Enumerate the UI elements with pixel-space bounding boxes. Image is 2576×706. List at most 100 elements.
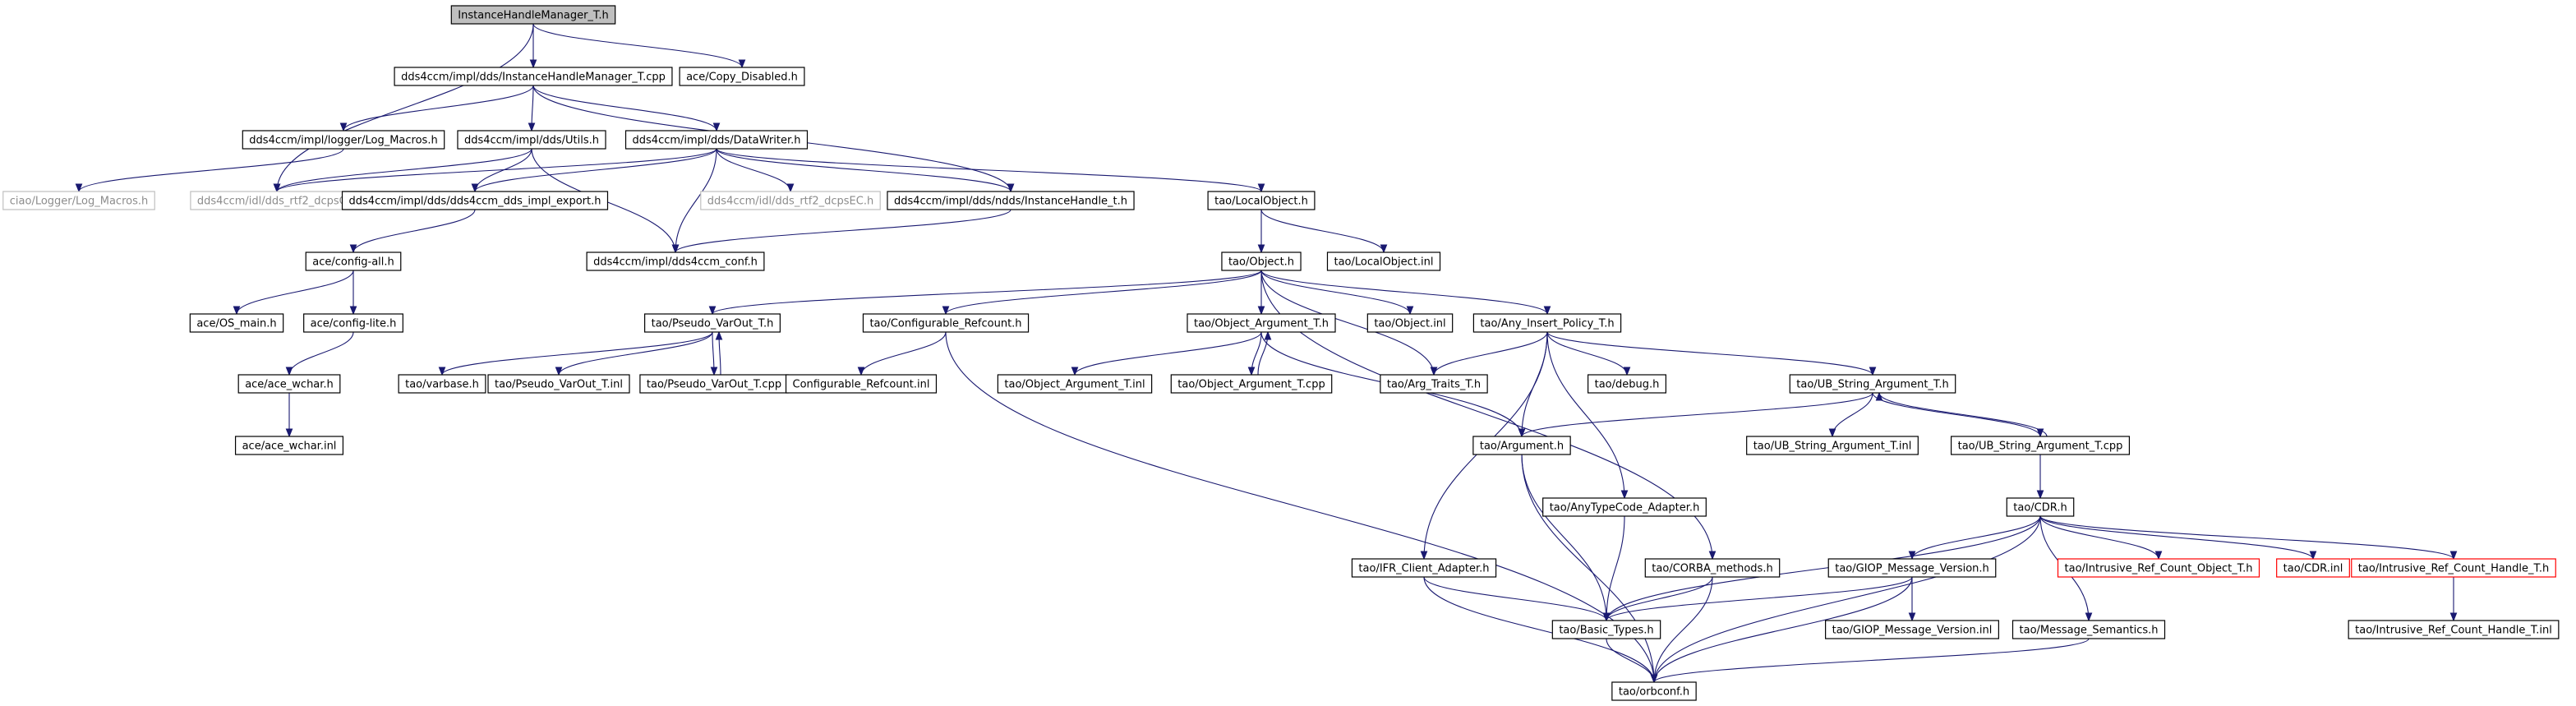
- graph-node[interactable]: Configurable_Refcount.inl: [785, 374, 938, 394]
- graph-node[interactable]: tao/IFR_Client_Adapter.h: [1351, 558, 1497, 578]
- graph-node[interactable]: tao/Message_Semantics.h: [2011, 620, 2166, 639]
- graph-node-box: [450, 5, 616, 25]
- edge-arrowhead: [555, 367, 563, 376]
- graph-node-label: tao/AnyTypeCode_Adapter.h: [1550, 502, 1700, 515]
- graph-node-box: [1588, 374, 1666, 394]
- graph-node[interactable]: tao/AnyTypeCode_Adapter.h: [1542, 497, 1707, 517]
- graph-node[interactable]: tao/LocalObject.inl: [1326, 251, 1441, 271]
- graph-node-box: [1207, 191, 1316, 210]
- nodes-layer: InstanceHandleManager_T.h dds4ccm/impl/dd…: [2, 5, 2560, 701]
- graph-node-label: tao/LocalObject.inl: [1334, 256, 1433, 269]
- edge-arrowhead: [786, 183, 795, 193]
- graph-node[interactable]: dds4ccm/impl/logger/Log_Macros.h: [242, 130, 445, 150]
- graph-node[interactable]: tao/Intrusive_Ref_Count_Handle_T.inl: [2348, 620, 2560, 639]
- edge-arrowhead: [529, 59, 537, 69]
- graph-node[interactable]: tao/CDR.inl: [2276, 558, 2350, 578]
- edge-arrowhead: [2154, 551, 2163, 561]
- graph-node-label: tao/Message_Semantics.h: [2020, 625, 2159, 637]
- graph-node[interactable]: tao/debug.h: [1588, 374, 1666, 394]
- graph-node[interactable]: tao/UB_String_Argument_T.inl: [1746, 436, 1919, 455]
- graph-node[interactable]: dds4ccm/impl/dds/Utils.h: [457, 130, 606, 150]
- graph-edge: [1653, 576, 1713, 683]
- graph-node[interactable]: dds4ccm/impl/dds/ndds/InstanceHandle_t.h: [887, 191, 1135, 210]
- graph-node[interactable]: ace/ace_wchar.h: [237, 374, 341, 394]
- graph-node-label: tao/Object_Argument_T.cpp: [1177, 379, 1325, 391]
- graph-edge: [716, 148, 1012, 192]
- graph-node[interactable]: ciao/Logger/Log_Macros.h: [2, 191, 155, 210]
- edge-arrowhead: [1620, 490, 1629, 500]
- graph-node-label: tao/Intrusive_Ref_Count_Handle_T.inl: [2355, 625, 2552, 637]
- graph-edge: [1260, 209, 1385, 253]
- graph-node-label: dds4ccm/impl/dds4ccm_conf.h: [593, 256, 758, 269]
- graph-node[interactable]: tao/Arg_Traits_T.h: [1380, 374, 1488, 394]
- graph-node-label: tao/UB_String_Argument_T.cpp: [1958, 441, 2123, 453]
- graph-edge: [712, 270, 1262, 315]
- graph-node[interactable]: tao/Object.h: [1221, 251, 1302, 271]
- graph-node-label: dds4ccm/impl/dds/DataWriter.h: [633, 135, 801, 147]
- edge-arrowhead: [349, 306, 357, 316]
- graph-edge: [1546, 331, 1873, 376]
- graph-node[interactable]: tao/Object.inl: [1366, 313, 1454, 333]
- graph-node[interactable]: ace/OS_main.h: [189, 313, 284, 333]
- graph-node[interactable]: tao/GIOP_Message_Version.inl: [1825, 620, 1999, 639]
- graph-node-label: InstanceHandleManager_T.h: [458, 10, 608, 22]
- graph-node-box: [2348, 620, 2560, 639]
- graph-node[interactable]: tao/Pseudo_VarOut_T.cpp: [639, 374, 789, 394]
- graph-node[interactable]: tao/Pseudo_VarOut_T.h: [644, 313, 781, 333]
- graph-node[interactable]: tao/orbconf.h: [1611, 681, 1697, 701]
- graph-node[interactable]: dds4ccm/idl/dds_rtf2_dcpsC.h: [190, 191, 364, 210]
- graph-node-label: tao/Intrusive_Ref_Count_Object_T.h: [2065, 563, 2253, 575]
- graph-node[interactable]: dds4ccm/impl/dds/InstanceHandleManager_T…: [394, 67, 673, 86]
- edge-arrowhead: [1869, 367, 1877, 376]
- graph-node-box: [487, 374, 630, 394]
- graph-node[interactable]: tao/Basic_Types.h: [1551, 620, 1661, 639]
- graph-node-box: [862, 313, 1030, 333]
- graph-node-box: [394, 67, 673, 86]
- graph-node-box: [1644, 558, 1781, 578]
- graph-node[interactable]: tao/Pseudo_VarOut_T.inl: [487, 374, 630, 394]
- graph-node[interactable]: InstanceHandleManager_T.h: [450, 5, 616, 25]
- graph-node[interactable]: tao/Intrusive_Ref_Count_Object_T.h: [2057, 558, 2260, 578]
- graph-node[interactable]: ace/config-all.h: [305, 251, 402, 271]
- graph-node-box: [1825, 620, 1999, 639]
- graph-edge: [1606, 515, 2041, 621]
- edge-arrowhead: [1380, 244, 1388, 254]
- graph-node[interactable]: dds4ccm/impl/dds/dds4ccm_dds_impl_export…: [341, 191, 609, 210]
- graph-node-box: [1221, 251, 1302, 271]
- edge-arrowhead: [710, 367, 718, 376]
- graph-node[interactable]: tao/Configurable_Refcount.h: [862, 313, 1030, 333]
- edge-arrowhead: [1650, 674, 1658, 684]
- graph-node[interactable]: tao/LocalObject.h: [1207, 191, 1316, 210]
- graph-node[interactable]: ace/Copy_Disabled.h: [679, 67, 805, 86]
- edge-arrowhead: [1908, 612, 1916, 622]
- graph-node[interactable]: tao/UB_String_Argument_T.cpp: [1950, 436, 2131, 455]
- graph-node[interactable]: dds4ccm/impl/dds4ccm_conf.h: [586, 251, 765, 271]
- graph-node-box: [1746, 436, 1919, 455]
- graph-edge: [1911, 515, 2041, 560]
- graph-node-box: [189, 313, 284, 333]
- graph-node[interactable]: tao/Object_Argument_T.h: [1187, 313, 1336, 333]
- edge-arrowhead: [1543, 306, 1551, 316]
- graph-node[interactable]: tao/Object_Argument_T.cpp: [1170, 374, 1333, 394]
- graph-node-label: tao/Argument.h: [1480, 441, 1564, 453]
- graph-edge: [78, 148, 344, 192]
- graph-node[interactable]: tao/varbase.h: [398, 374, 486, 394]
- graph-node[interactable]: tao/UB_String_Argument_T.h: [1789, 374, 1956, 394]
- graph-node-box: [679, 67, 805, 86]
- graph-edge: [441, 331, 713, 376]
- graph-node[interactable]: ace/config-lite.h: [303, 313, 403, 333]
- graph-node[interactable]: ace/ace_wchar.inl: [234, 436, 344, 455]
- graph-node[interactable]: dds4ccm/idl/dds_rtf2_dcpsEC.h: [700, 191, 881, 210]
- graph-node[interactable]: tao/CORBA_methods.h: [1644, 558, 1781, 578]
- graph-node-box: [1551, 620, 1661, 639]
- edge-arrowhead: [2036, 490, 2044, 500]
- graph-node[interactable]: tao/Any_Insert_Policy_T.h: [1472, 313, 1622, 333]
- graph-node[interactable]: tao/Object_Argument_T.inl: [997, 374, 1153, 394]
- graph-node[interactable]: tao/CDR.h: [2006, 497, 2075, 517]
- graph-node-box: [2011, 620, 2166, 639]
- graph-node[interactable]: dds4ccm/impl/dds/DataWriter.h: [624, 130, 809, 150]
- edge-arrowhead: [1828, 428, 1836, 438]
- graph-node[interactable]: tao/GIOP_Message_Version.h: [1827, 558, 1997, 578]
- graph-node[interactable]: tao/Argument.h: [1472, 436, 1571, 455]
- graph-node[interactable]: tao/Intrusive_Ref_Count_Handle_T.h: [2351, 558, 2556, 578]
